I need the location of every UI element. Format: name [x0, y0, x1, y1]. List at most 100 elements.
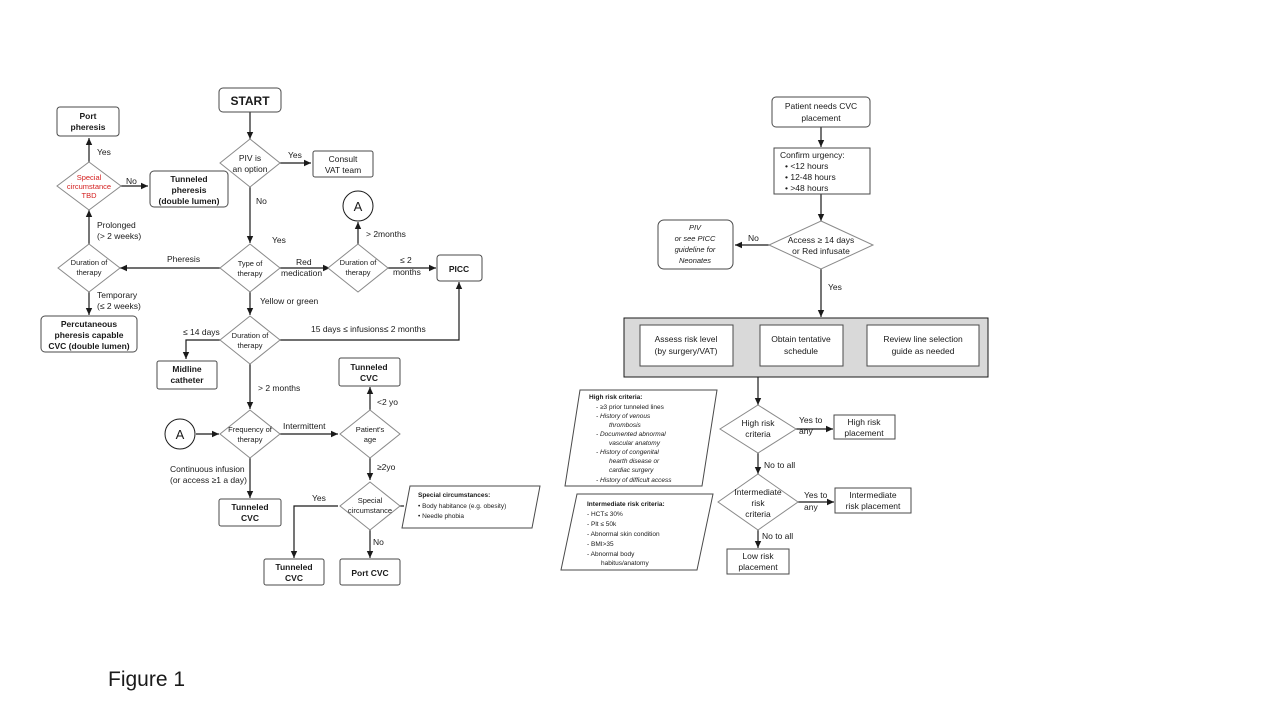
duration-mid-diamond: Duration of therapy — [219, 315, 281, 365]
duration-right-line2: therapy — [345, 268, 370, 277]
piv-option-line2: an option — [233, 164, 268, 174]
tunneled-cvc-lower-line1: Tunneled — [275, 562, 312, 572]
label-yes-to-any-1a: Yes to — [799, 415, 823, 425]
inter-item-1: - HCT≤ 30% — [587, 511, 623, 518]
label-yes-type: Yes — [272, 235, 286, 245]
label-no-access: No — [748, 233, 759, 243]
piv-option-line1: PIV is — [239, 153, 261, 163]
frequency-line1: Frequency of — [228, 425, 273, 434]
picc-label: PICC — [449, 264, 469, 274]
label-temporary-1: Temporary — [97, 290, 138, 300]
label-pheresis: Pheresis — [167, 254, 200, 264]
start-node: START — [218, 87, 282, 113]
tunneled-cvc-lower-box: Tunneled CVC — [263, 558, 325, 586]
label-no-special: No — [373, 537, 384, 547]
patients-age-line1: Patient's — [356, 425, 385, 434]
urgency-item-2: • 12-48 hours — [785, 172, 836, 182]
label-yes-access: Yes — [828, 282, 842, 292]
intermediate-criteria-line1: Intermediate — [734, 487, 782, 497]
duration-left-line1: Duration of — [71, 258, 109, 267]
high-item-3: - Documented abnormal — [596, 431, 666, 438]
label-yellow-green: Yellow or green — [260, 296, 319, 306]
percutaneous-line1: Percutaneous — [61, 319, 117, 329]
label-yes-port: Yes — [97, 147, 111, 157]
patients-age-diamond: Patient's age — [339, 409, 401, 459]
label-continuous-1: Continuous infusion — [170, 464, 245, 474]
label-prolonged-2: (> 2 weeks) — [97, 231, 141, 241]
consult-vat-box: Consult VAT team — [312, 150, 374, 178]
label-ge-2yo: ≥2yo — [377, 462, 396, 472]
high-item-4: - History of congenital — [596, 449, 659, 456]
percutaneous-line2: pheresis capable — [55, 330, 124, 340]
urgency-item-1: • <12 hours — [785, 161, 828, 171]
review-guide-line2: guide as needed — [892, 346, 955, 356]
low-risk-placement-box: Low risk placement — [726, 548, 790, 575]
high-list-title: High risk criteria: — [589, 394, 642, 401]
inter-item-4: - BMI>35 — [587, 541, 614, 548]
connector-a-bottom-label: A — [176, 427, 185, 442]
duration-mid-line2: therapy — [237, 341, 262, 350]
high-risk-criteria-line1: High risk — [741, 418, 775, 428]
label-temporary-2: (≤ 2 weeks) — [97, 301, 141, 311]
picc-box: PICC — [436, 254, 483, 282]
connector-a-top: A — [342, 190, 374, 222]
special-circumstance-diamond: Special circumstance — [339, 481, 401, 531]
duration-left-line2: therapy — [76, 268, 101, 277]
label-le-14days: ≤ 14 days — [183, 327, 220, 337]
risk-panel: Assess risk level (by surgery/VAT) Obtai… — [623, 317, 989, 378]
label-yes-to-any-1b: any — [799, 426, 813, 436]
high-item-2b: thrombosis — [609, 422, 642, 429]
tunneled-pheresis-line1: Tunneled — [170, 174, 207, 184]
label-lt-2yo: <2 yo — [377, 397, 398, 407]
low-risk-placement-line2: placement — [738, 562, 778, 572]
inter-list-title: Intermediate risk criteria: — [587, 501, 665, 508]
special-circumstance-line2: circumstance — [348, 506, 392, 515]
piv-option-diamond: PIV is an option — [219, 138, 281, 188]
high-risk-list: High risk criteria: - ≥3 prior tunneled … — [564, 389, 718, 487]
patients-age-line2: age — [364, 435, 377, 444]
high-item-1: - ≥3 prior tunneled lines — [596, 404, 665, 411]
percutaneous-box: Percutaneous pheresis capable CVC (doubl… — [40, 315, 138, 353]
label-gt-2-months: > 2 months — [258, 383, 300, 393]
obtain-schedule-line1: Obtain tentative — [771, 334, 831, 344]
access-14-line2: or Red infusate — [792, 246, 850, 256]
special-tbd-line1: Special — [77, 173, 102, 182]
piv-neonates-box: PIV or see PICC guideline for Neonates — [657, 219, 734, 270]
label-prolonged-1: Prolonged — [97, 220, 136, 230]
special-tbd-line2: circumstance — [67, 182, 111, 191]
right-edge-labels: No Yes Yes to any No to all Yes to any N… — [748, 233, 842, 541]
figure-caption: Figure 1 — [108, 668, 186, 691]
tunneled-cvc-lower-line2: CVC — [285, 573, 303, 583]
intermediate-diamond: Intermediate risk criteria — [717, 473, 799, 531]
confirm-urgency-box: Confirm urgency: • <12 hours • 12-48 hou… — [773, 147, 871, 195]
special-circumstance-line1: Special — [358, 496, 383, 505]
high-risk-criteria-line2: criteria — [745, 429, 771, 439]
connector-a-label: A — [354, 199, 363, 214]
consult-vat-line2: VAT team — [325, 165, 361, 175]
high-item-2: - History of venous — [596, 413, 651, 420]
frequency-line2: therapy — [237, 435, 262, 444]
intermediate-criteria-line3: criteria — [745, 509, 771, 519]
access-14-diamond: Access ≥ 14 days or Red infusate — [767, 220, 875, 270]
duration-mid-line1: Duration of — [232, 331, 270, 340]
needs-cvc-line1: Patient needs CVC — [785, 101, 857, 111]
type-of-therapy-line2: therapy — [237, 269, 262, 278]
port-pheresis-line1: Port — [80, 111, 97, 121]
type-of-therapy-line1: Type of — [238, 259, 264, 268]
needs-cvc-line2: placement — [801, 113, 841, 123]
obtain-schedule-line2: schedule — [784, 346, 818, 356]
label-no-to-all-2: No to all — [762, 531, 793, 541]
intermediate-placement-box: Intermediate risk placement — [834, 487, 912, 514]
label-yes-special: Yes — [312, 493, 326, 503]
label-yes-consult: Yes — [288, 150, 302, 160]
assess-risk-line1: Assess risk level — [655, 334, 718, 344]
high-item-4b: hearth disease or — [609, 458, 660, 465]
port-pheresis-line2: pheresis — [71, 122, 106, 132]
intermediate-placement-line1: Intermediate — [849, 490, 897, 500]
inter-item-3: - Abnormal skin condition — [587, 531, 660, 538]
special-tbd-diamond: Special circumstance TBD — [56, 161, 122, 211]
high-risk-diamond: High risk criteria — [719, 404, 797, 454]
duration-right-line1: Duration of — [340, 258, 378, 267]
label-le-2months-2: months — [393, 267, 421, 277]
label-red-medication-1: Red — [296, 257, 312, 267]
